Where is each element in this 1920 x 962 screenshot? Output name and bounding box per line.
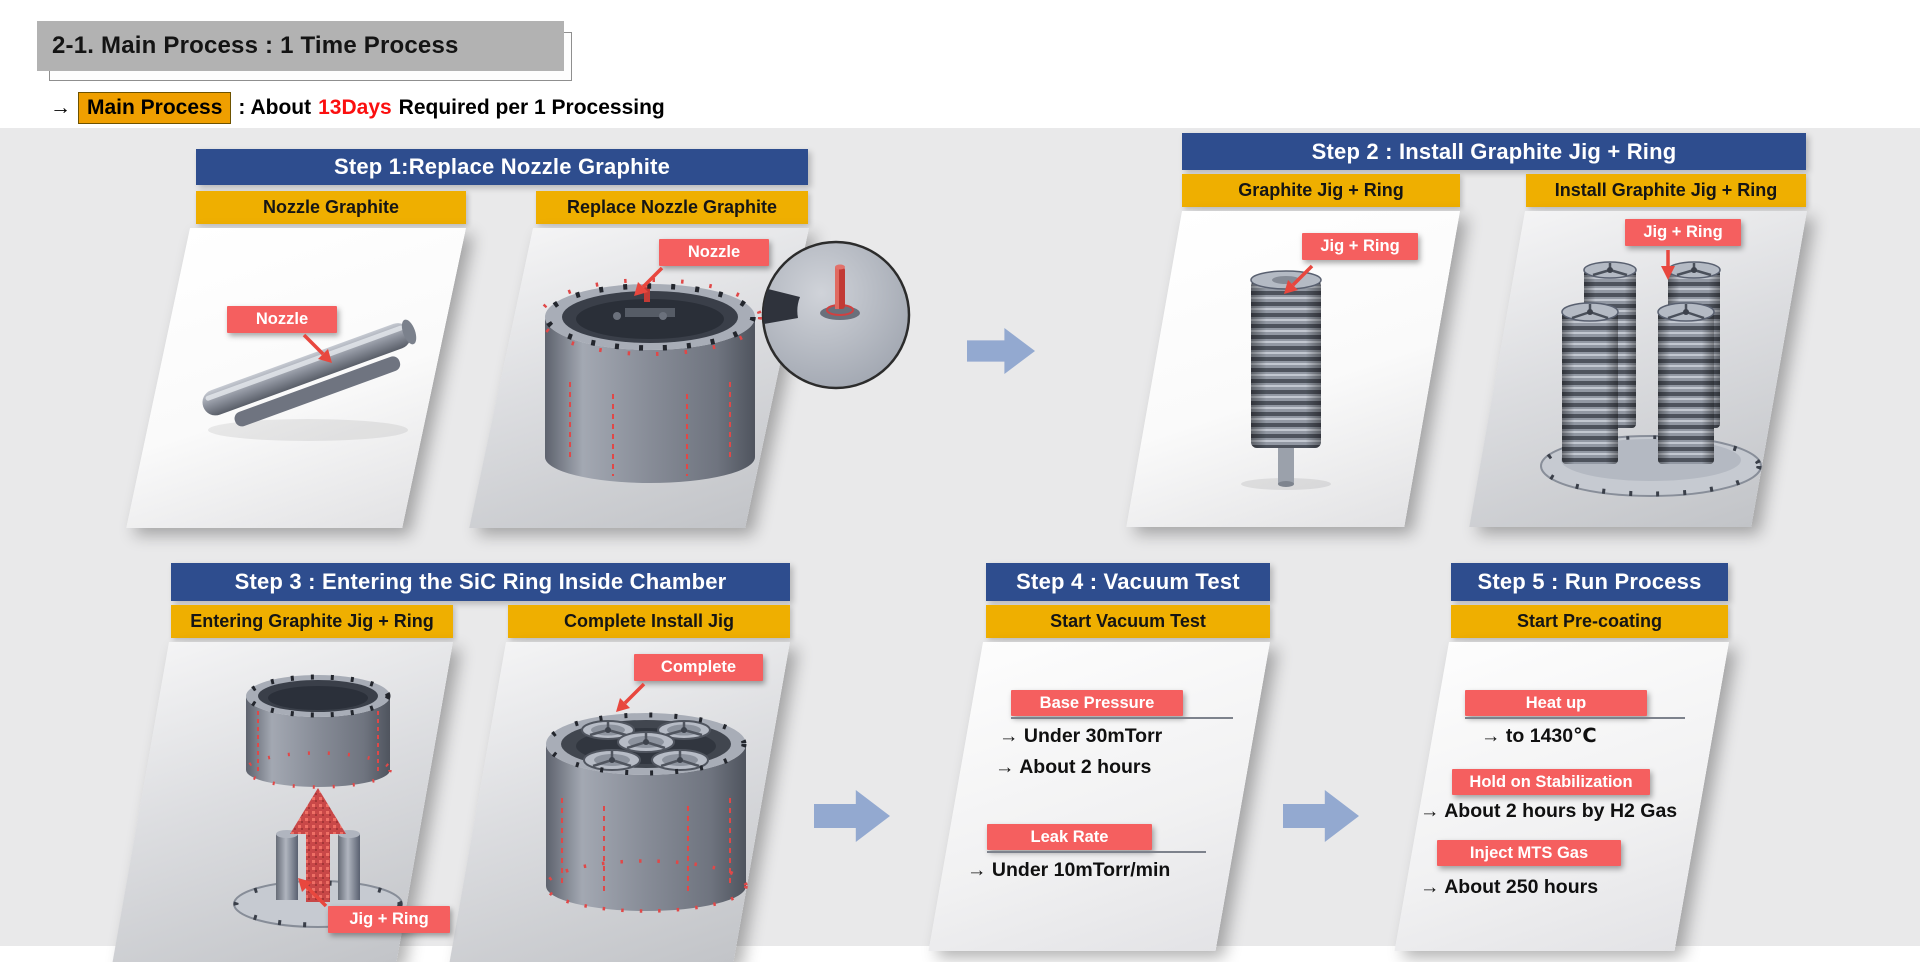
chamber-render [538, 278, 762, 483]
spec-line: → to 1430℃ [1481, 725, 1597, 747]
step4-tag-base-pressure: Base Pressure [1011, 690, 1183, 716]
step2-panel1-header: Graphite Jig + Ring [1182, 174, 1460, 207]
step1-header: Step 1:Replace Nozzle Graphite [196, 149, 808, 185]
step2-header: Step 2 : Install Graphite Jig + Ring [1182, 133, 1806, 170]
subtitle-days: 13Days [318, 96, 392, 119]
spec-line: → About 250 hours [1420, 876, 1599, 898]
step3-panel1-header: Entering Graphite Jig + Ring [171, 605, 453, 638]
step1-panel2-header: Replace Nozzle Graphite [536, 191, 808, 224]
tag-underline [1011, 717, 1233, 719]
pointer-arrow-icon [298, 878, 328, 908]
step5-tag-hold-stabilization: Hold on Stabilization [1452, 769, 1650, 795]
step3-panel1-tag: Jig + Ring [328, 906, 450, 933]
nozzle-graphite-render [202, 319, 417, 441]
zoom-inset-icon [761, 240, 911, 390]
step3-header: Step 3 : Entering the SiC Ring Inside Ch… [171, 563, 790, 601]
spec-line: → Under 30mTorr [999, 725, 1163, 747]
jig-ring-group-render [1540, 261, 1762, 497]
red-up-arrow-icon [290, 788, 346, 902]
step3-panel2-tag: Complete [634, 654, 763, 681]
step4-header: Step 4 : Vacuum Test [986, 563, 1270, 601]
step1-panel1-tag: Nozzle [227, 306, 337, 333]
tag-underline [987, 851, 1206, 853]
pointer-arrow-icon [1284, 264, 1314, 294]
pointer-arrow-icon [634, 266, 664, 296]
step5-panel-header: Start Pre-coating [1451, 605, 1728, 638]
step1-panel2-tag: Nozzle [659, 239, 769, 266]
subtitle-arrow: → [50, 96, 71, 119]
pointer-arrow-icon [616, 682, 646, 712]
subtitle-mid: : About [238, 96, 312, 119]
step4-panel-header: Start Vacuum Test [986, 605, 1270, 638]
pointer-arrow-icon [302, 333, 332, 363]
step5-header: Step 5 : Run Process [1451, 563, 1728, 601]
page-title: 2-1. Main Process : 1 Time Process [37, 21, 564, 71]
subtitle: → Main Process : About 13Days Required p… [50, 92, 665, 124]
spec-line: → About 2 hours by H2 Gas [1420, 800, 1678, 822]
tag-underline [1465, 717, 1685, 719]
step5-tag-inject-mts: Inject MTS Gas [1437, 840, 1621, 866]
step3-panel2-header: Complete Install Jig [508, 605, 790, 638]
step4-tag-leak-rate: Leak Rate [987, 824, 1152, 850]
step2-panel2-header: Install Graphite Jig + Ring [1526, 174, 1806, 207]
spec-line: → About 2 hours [995, 756, 1152, 778]
step2-panel1-tag: Jig + Ring [1302, 233, 1418, 260]
pointer-arrow-icon [1661, 250, 1675, 280]
step2-panel2-tag: Jig + Ring [1625, 219, 1741, 246]
chamber-entering-render [233, 674, 403, 928]
subtitle-tail: Required per 1 Processing [398, 96, 665, 119]
subtitle-highlight: Main Process [78, 92, 232, 124]
step5-panel-board [1394, 642, 1729, 951]
jig-ring-stack-render [1241, 270, 1331, 490]
spec-line: → Under 10mTorr/min [967, 859, 1171, 881]
step4-panel-board [928, 642, 1270, 951]
step5-tag-heat-up: Heat up [1465, 690, 1647, 716]
complete-install-render [544, 712, 748, 913]
step1-panel1-header: Nozzle Graphite [196, 191, 466, 224]
